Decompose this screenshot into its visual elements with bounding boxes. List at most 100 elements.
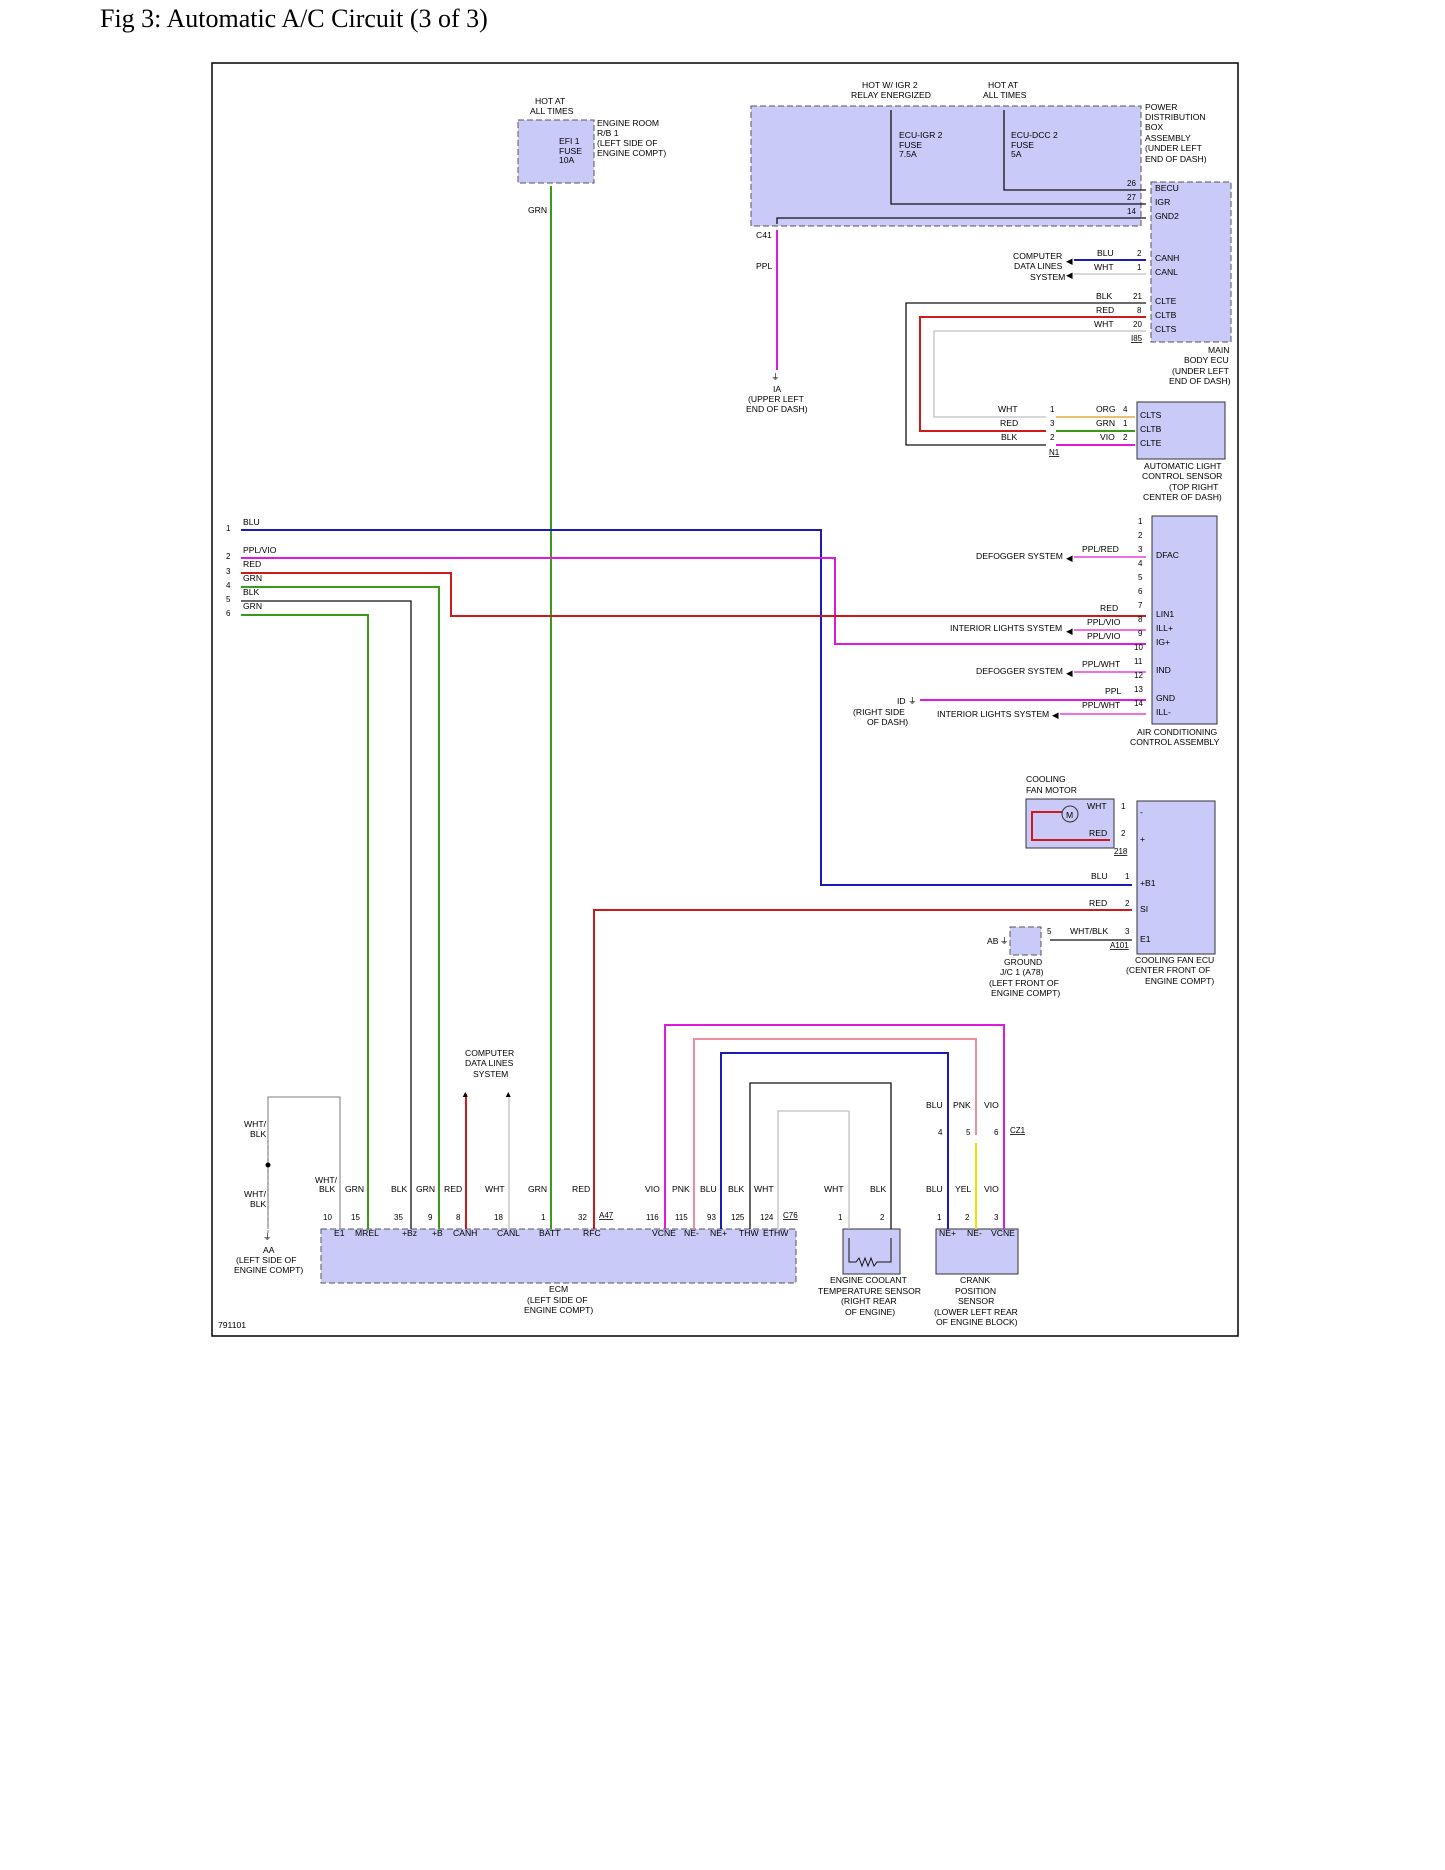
ecm-wire-red-canh: RED [444,1184,462,1194]
pdb-6: END OF DASH) [1145,154,1207,164]
alcs-org-label: ORG [1096,404,1116,414]
mbecu-pin-becu: BECU [1155,183,1179,193]
mbecu-4: END OF DASH) [1169,376,1231,386]
gnd-2: J/C 1 (A78) [1000,967,1044,977]
pdb-wire-becu [1003,110,1146,191]
engine-room-rb-2: R/B 1 [597,128,619,138]
n1-wht-label: WHT [998,404,1018,414]
blu-b1-label: BLU [1091,871,1108,881]
hot-at-all-times-1: HOT AT [535,96,566,106]
ia-3: END OF DASH) [746,404,808,414]
ckp-vio-label: VIO [984,1184,999,1194]
wire-blu-ne-plus [720,1052,949,1229]
mbecu-num-8: 8 [1137,306,1142,315]
id-1: ID [897,696,906,706]
wire-red-si [593,909,1132,1229]
mbecu-num-14: 14 [1127,207,1136,216]
ecm-num-32: 32 [578,1213,587,1222]
pdb-1: POWER [1145,102,1177,112]
left-wire-3: RED [243,559,261,569]
cfecu-pin-si: SI [1140,904,1148,914]
cdls-up-arrow-1-icon: ▲ [461,1089,470,1099]
ecm-pin-canl: CANL [497,1228,520,1238]
mbecu-1: MAIN [1208,345,1229,355]
pdb-2: DISTRIBUTION [1145,112,1206,122]
cz1-pnk-label: PNK [953,1100,971,1110]
ckp-pin-neplus: NE+ [939,1228,956,1238]
figure-id: 791101 [218,1320,246,1330]
engine-room-rb1 [517,119,595,184]
ecm-num-18: 18 [494,1213,503,1222]
hot-igr-2: RELAY ENERGIZED [851,90,931,100]
cfm-num-1: 1 [1121,802,1126,811]
acca-pin-numbers: 1 2 3 4 5 6 7 8 9 10 11 12 13 14 [1134,517,1143,708]
gnd-4: ENGINE COMPT) [991,988,1060,998]
ecm-num-125: 125 [731,1213,745,1222]
acca-num-10: 10 [1134,643,1143,652]
whtblk-left-4: BLK [250,1199,267,1209]
pplwht-ill-minus-label: PPL/WHT [1082,700,1121,710]
auto-light-control-sensor [1136,401,1226,460]
mbecu-pin-canh: CANH [1155,253,1179,263]
acca-num-4: 4 [1138,559,1143,568]
ecu-dcc-1: ECU-DCC 2 [1011,130,1058,140]
a47-label: A47 [599,1211,614,1220]
pplvio-igplus-label: PPL/VIO [1087,631,1121,641]
acca-num-5: 5 [1138,573,1143,582]
mbecu-num-27: 27 [1127,193,1136,202]
mbecu-pin-clts: CLTS [1155,324,1177,334]
wht-canl-label: WHT [1094,262,1114,272]
ground-ia-icon: ⏚ [771,372,780,382]
defogger-1: DEFOGGER SYSTEM [976,551,1063,561]
i85-label: I85 [1131,334,1143,343]
alcs-num-1: 1 [1123,419,1128,428]
pdb-wire-gnd2 [776,217,1146,224]
ecm-wire-vio-vcne: VIO [645,1184,660,1194]
acca-num-8: 8 [1138,615,1143,624]
mbecu-2: BODY ECU [1184,355,1229,365]
cfm-1: COOLING [1026,774,1066,784]
ckp-1: CRANK [960,1275,990,1285]
gnd-3: (LEFT FRONT OF [989,978,1059,988]
n1-num-3: 3 [1050,419,1055,428]
cfecu-num-3: 3 [1125,927,1130,936]
red-si-label: RED [1089,898,1107,908]
left-wire-5: BLK [243,587,260,597]
ecm-pin-b: +B [432,1228,443,1238]
acca-pin-dfac: DFAC [1156,550,1179,560]
acca-pin-gnd: GND [1156,693,1175,703]
pdb-wire-igr [890,110,1146,205]
cdls-top-3: SYSTEM [1030,272,1065,282]
acca-num-2: 2 [1138,531,1143,540]
c76-label: C76 [783,1211,798,1220]
ppl-gnd-label: PPL [1105,686,1121,696]
wire-red-cltb [919,316,1146,432]
ects-num-1: 1 [838,1213,843,1222]
mbecu-pin-canl: CANL [1155,267,1178,277]
wire-wht-ethw [777,1110,850,1229]
left-num-5: 5 [226,595,231,604]
acca-num-11: 11 [1134,657,1143,666]
alcs-2: CONTROL SENSOR [1142,471,1222,481]
cdls-arrow-1-icon: ◀ [1066,256,1073,266]
cfecu-num-1: 1 [1125,872,1130,881]
wire-whtblk-e1-ecm [267,1096,341,1229]
ecm-num-9: 9 [428,1213,433,1222]
cdls-arrow-2-icon: ◀ [1066,270,1073,280]
ecm-num-116: 116 [646,1213,659,1222]
alcs-num-4: 4 [1123,405,1128,414]
mbecu-num-26: 26 [1127,179,1136,188]
ecm-pin-thw: THW [739,1228,759,1238]
ia-2: (UPPER LEFT [748,394,805,404]
mbecu-num-2: 2 [1137,249,1142,258]
efi-fuse-3: 10A [559,155,575,165]
cdls-top-2: DATA LINES [1014,261,1063,271]
cfecu-3: ENGINE COMPT) [1145,976,1214,986]
mbecu-pin-cltb: CLTB [1155,310,1177,320]
interior-lights-2: INTERIOR LIGHTS SYSTEM [937,709,1049,719]
wire-pplvio-igplus [241,557,1146,645]
ckp-num-1: 1 [937,1213,942,1222]
efi-fuse-2: FUSE [559,146,582,156]
ckp-pin-vcne: VCNE [991,1228,1015,1238]
